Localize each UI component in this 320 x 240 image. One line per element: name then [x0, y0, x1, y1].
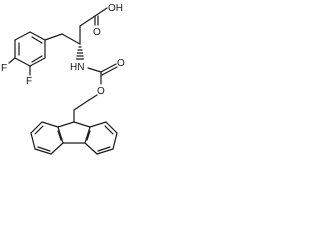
carbamate-oxygen-label: O	[117, 58, 125, 69]
ring-to-f-bond-top	[8, 57, 16, 64]
stereo-hash-bond	[75, 46, 85, 60]
acid-oxygen-label: O	[93, 27, 101, 38]
hydroxyl-label: OH	[108, 3, 123, 14]
difluorophenyl-ring	[14, 31, 46, 67]
fluorine-bottom-label: F	[26, 76, 32, 87]
backbone	[44, 7, 108, 45]
amine-label: HN	[70, 62, 84, 73]
fluorene	[30, 109, 118, 155]
ester-oxygen-label: O	[97, 86, 105, 97]
carbamate	[73, 63, 118, 111]
fluorine-top-label: F	[1, 63, 7, 74]
chemical-structure: OH O F F HN O O	[1, 3, 125, 155]
